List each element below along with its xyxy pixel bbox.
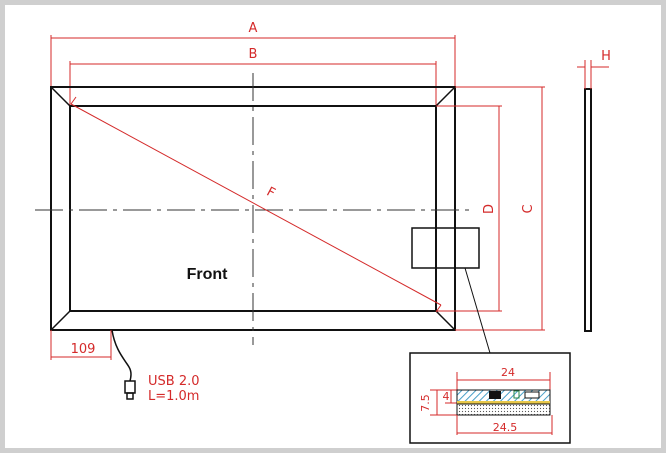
dimension-h [577,60,609,89]
dim-109-label: 109 [71,342,96,357]
detail-board-strip [457,401,550,404]
usb-cable [111,329,132,382]
dim-c-label: C [521,204,536,213]
dimension-d [436,105,502,312]
dim-f-label: F [264,185,278,202]
detail-24-5-label: 24.5 [493,421,518,434]
detail-dim-7-5 [430,389,457,416]
front-label: Front [187,266,229,283]
dimension-a [50,35,456,87]
detail-4-label: 4 [443,390,450,403]
usb-length-label: L=1.0m [148,389,199,404]
usb-spec-label: USB 2.0 [148,374,200,389]
usb-connector-icon [124,380,136,400]
detail-component-small [513,390,520,399]
detail-24-label: 24 [501,366,515,379]
dimension-f [70,96,442,313]
detail-base [456,403,551,416]
detail-dim-24 [456,372,551,390]
dimension-c [455,86,545,331]
dim-d-label: D [482,204,497,214]
dim-h-label: H [601,49,611,64]
dim-a-label: A [249,21,258,36]
detail-dim-24-5 [456,415,553,435]
technical-drawing: A B F Front D C [35,21,611,444]
dimension-b [69,61,437,105]
detail-chip [489,391,501,399]
centerlines [35,73,475,345]
detail-component [524,391,540,399]
dimension-109 [50,330,112,360]
controller-box [411,227,480,269]
side-view-panel [584,88,592,332]
detail-7-5-label: 7.5 [419,394,432,412]
detail-leader-line [464,267,491,354]
dim-b-label: B [249,47,258,62]
